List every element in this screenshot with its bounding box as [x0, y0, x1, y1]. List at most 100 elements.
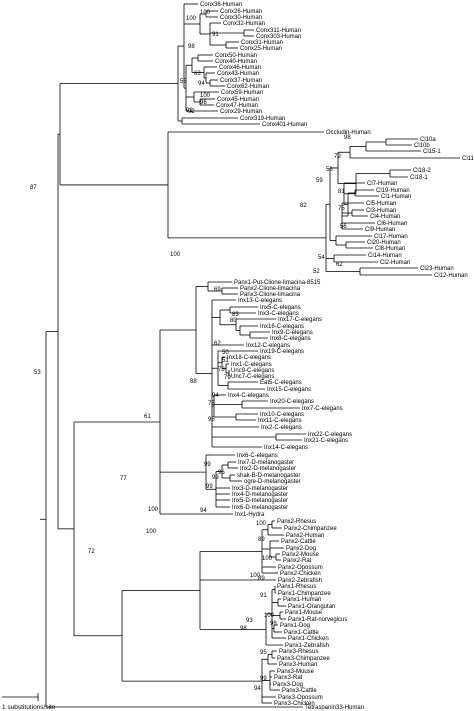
- taxon-label: Panx2-Chimpanzee: [284, 526, 337, 532]
- bootstrap-value: 56: [340, 224, 347, 230]
- bootstrap-value: 99: [206, 484, 213, 490]
- bootstrap-values: 1009810091925563949610092871005979569881…: [30, 10, 351, 692]
- taxon-label: Conx46-Human: [219, 65, 261, 71]
- taxon-label: Conx25-Human: [240, 46, 282, 52]
- taxon-label: Conx59-Human: [221, 90, 263, 96]
- taxon-label: Cl2-Human: [380, 260, 410, 266]
- taxon-label: Panx1-Chimpanzee: [278, 591, 331, 597]
- taxon-label: shak-B-D-melanogaster: [237, 473, 300, 479]
- bootstrap-value: 98: [344, 135, 351, 141]
- taxon-label: Conx37-Human: [220, 78, 262, 84]
- bootstrap-value: 88: [190, 379, 197, 385]
- taxon-label: Occludin-Human: [326, 130, 371, 136]
- taxon-label: Conx50-Human: [215, 53, 257, 59]
- taxon-label: Inx2-C-elegans: [261, 425, 302, 431]
- taxon-label: Cl5-Human: [366, 201, 396, 207]
- taxon-label: Cl19-Human: [376, 188, 410, 194]
- bootstrap-value: 96: [218, 470, 225, 476]
- taxon-label: Tetraspanin33-Human: [305, 705, 364, 711]
- bootstrap-value: 82: [300, 203, 307, 209]
- taxon-label: Inx6-C-elegans: [237, 453, 278, 459]
- taxon-label: Cl23-Human: [420, 266, 454, 272]
- bootstrap-value: 96: [208, 417, 215, 423]
- bootstrap-value: 89: [258, 537, 265, 543]
- taxon-label: Cl9-Human: [365, 227, 395, 233]
- taxon-label: Inx10-C-elegans: [260, 412, 304, 418]
- taxon-label: Inx18-C-elegans: [227, 355, 271, 361]
- bootstrap-value: 91: [260, 593, 267, 599]
- taxon-label: Inx11-C-elegans: [258, 418, 302, 424]
- taxon-label: Cl20-Human: [367, 240, 401, 246]
- taxon-label: Inx22-C-elegans: [308, 432, 352, 438]
- bootstrap-value: 98: [270, 621, 277, 627]
- bootstrap-value: 54: [318, 255, 325, 261]
- taxon-label: Cl6-Human: [377, 221, 407, 227]
- bootstrap-value: 91: [212, 32, 219, 38]
- taxon-label: Inx2-D-melanogaster: [240, 466, 296, 472]
- taxon-label: Inx12-C-elegans: [246, 343, 290, 349]
- taxon-label: Conx311-Human: [256, 28, 301, 34]
- taxon-labels: Conx36-HumanConx26-HumanConx30-HumanConx…: [200, 2, 474, 711]
- bootstrap-value: 55: [180, 79, 187, 85]
- bootstrap-value: 61: [144, 414, 151, 420]
- taxon-label: Cl18-1: [410, 175, 428, 181]
- taxon-label: Panx2-Rhesus: [277, 519, 316, 525]
- taxon-label: Cl10b: [414, 143, 430, 149]
- bootstrap-value: 75: [338, 206, 345, 212]
- bootstrap-value: 100: [256, 521, 267, 527]
- bootstrap-value: 92: [186, 108, 193, 114]
- bootstrap-value: 95: [260, 650, 267, 656]
- bootstrap-value: 62: [336, 262, 343, 268]
- taxon-label: Eat5-C-elegans: [260, 380, 302, 386]
- taxon-label: Cl17-Human: [374, 234, 408, 240]
- taxon-label: Panx2-Rat: [283, 558, 312, 564]
- bootstrap-value: 62: [214, 341, 221, 347]
- bootstrap-value: 69: [214, 287, 221, 293]
- taxon-label: Panx2-Clione-limacina: [240, 286, 301, 292]
- taxon-label: Panx2-Human: [286, 533, 324, 539]
- taxon-label: Cl14-Human: [368, 253, 402, 259]
- taxon-label: Cl8-Human: [375, 246, 405, 252]
- scale-bar-label: 1 substitutions/site: [2, 704, 56, 711]
- taxon-label: Panx1-Chicken: [288, 636, 329, 642]
- bootstrap-value: 100: [200, 93, 211, 99]
- bootstrap-value: 100: [262, 556, 273, 562]
- bootstrap-value: 56: [326, 167, 333, 173]
- taxon-label: Inx3-D-melanogaster: [232, 486, 288, 492]
- taxon-label: Panx1-Rhesus: [277, 584, 316, 590]
- taxon-label: Inx20-C-elegans: [270, 399, 314, 405]
- taxon-label: Cl7-Human: [367, 181, 397, 187]
- taxon-label: Cl11-Human: [462, 156, 474, 162]
- taxon-label: Panx2-Cattle: [281, 539, 316, 545]
- taxon-label: Cl4-Human: [370, 214, 400, 220]
- taxon-label: Inx17-C-elegans: [278, 317, 322, 323]
- bootstrap-value: 98: [188, 44, 195, 50]
- bootstrap-value: 100: [186, 16, 197, 22]
- taxon-label: Conx43-Human: [217, 71, 259, 77]
- taxon-label: Inx19-C-elegans: [260, 349, 304, 355]
- taxon-label: Conx32-Human: [223, 21, 265, 27]
- bootstrap-value: 94: [198, 81, 205, 87]
- taxon-label: Inx9-C-elegans: [272, 330, 313, 336]
- bootstrap-value: 94: [200, 508, 207, 514]
- bootstrap-value: 100: [250, 573, 261, 579]
- taxon-label: Panx3-Human: [279, 662, 317, 668]
- bootstrap-value: 59: [316, 178, 323, 184]
- bootstrap-value: 100: [264, 613, 275, 619]
- bootstrap-value: 100: [146, 529, 157, 535]
- bootstrap-value: 78: [218, 367, 225, 373]
- taxon-label: Inx5-C-elegans: [260, 305, 301, 311]
- bootstrap-value: 87: [30, 185, 37, 191]
- bootstrap-value: 100: [200, 10, 211, 16]
- bootstrap-value: 51: [222, 358, 229, 364]
- taxon-label: Panx2-Chicken: [280, 571, 321, 577]
- taxon-label: Panx1-Dog: [280, 623, 310, 629]
- taxon-label: Panx1-Zebrafish: [285, 643, 329, 649]
- taxon-label: Panx3-Dog: [273, 682, 303, 688]
- taxon-label: Panx1-Human: [283, 597, 321, 603]
- taxon-label: Panx3-Opossum: [278, 695, 323, 701]
- bootstrap-value: 77: [120, 476, 127, 482]
- taxon-label: Inx4-D-melanogaster: [232, 492, 288, 498]
- taxon-label: Unc7-C-elegans: [231, 374, 274, 380]
